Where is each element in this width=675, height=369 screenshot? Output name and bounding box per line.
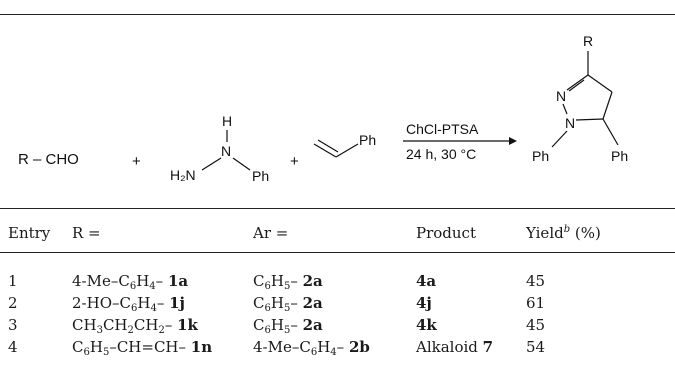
header-yield-suffix: (%): [570, 224, 601, 242]
cell-yield: 45: [526, 272, 546, 290]
table-row: 2 2-HO–C6H4– 1j C6H5– 2a 4j 61: [0, 294, 675, 316]
product-n1: N: [565, 115, 575, 131]
hydrazine-h: H: [222, 113, 232, 129]
cell-yield: 45: [526, 316, 546, 334]
hydrazine-ph: Ph: [252, 168, 269, 184]
header-ar: Ar =: [253, 224, 289, 242]
cell-r: 2-HO–C6H4– 1j: [72, 294, 185, 314]
cell-r: C6H5–CH=CH– 1n: [72, 338, 213, 358]
styrene-ph: Ph: [359, 132, 376, 148]
cell-ar: C6H5– 2a: [253, 294, 323, 314]
product-c3-n2-b: [568, 79, 585, 92]
cell-r: CH3CH2CH2– 1k: [72, 316, 198, 336]
cell-entry: 2: [8, 294, 18, 312]
header-rule: [0, 252, 675, 253]
plus-sign-1: +: [132, 153, 141, 170]
product-c4-c5: [602, 91, 613, 120]
styrene-double-bond-b: [317, 139, 339, 153]
reaction-arrow-head: [509, 137, 517, 145]
product-r: R: [583, 33, 593, 49]
reaction-scheme: R – CHO + H N H₂N Ph + Ph ChCl-PTSA 24 h…: [18, 33, 628, 184]
cell-ar: C6H5– 2a: [253, 316, 323, 336]
header-yield-prefix: Yield: [526, 224, 564, 242]
cell-product: 4k: [416, 316, 437, 334]
product-ph-right: Ph: [611, 148, 628, 164]
aldehyde-label: R – CHO: [18, 151, 79, 168]
hydrazine-bond-right: [232, 157, 251, 171]
product-n2: N: [556, 88, 566, 104]
table-row: 4 C6H5–CH=CH– 1n 4-Me–C6H4– 2b Alkaloid 7 54: [0, 338, 675, 360]
product-c3-n2-a: [566, 74, 589, 91]
header-r: R =: [72, 224, 101, 242]
reagent-bottom: 24 h, 30 °C: [406, 146, 476, 162]
styrene-single-bond: [335, 143, 359, 158]
product-n1-ph-bond: [551, 130, 568, 148]
top-rule: [0, 14, 675, 15]
cell-ar: 4-Me–C6H4– 2b: [253, 338, 370, 358]
plus-sign-2: +: [290, 153, 299, 170]
cell-yield: 61: [526, 294, 546, 312]
table-row: 3 CH3CH2CH2– 1k C6H5– 2a 4k 45: [0, 316, 675, 338]
cell-entry: 1: [8, 272, 18, 290]
cell-r: 4-Me–C6H4– 1a: [72, 272, 189, 292]
product-ph-left: Ph: [532, 148, 549, 164]
hydrazine-n: N: [221, 143, 231, 159]
cell-entry: 3: [8, 316, 18, 334]
header-entry: Entry: [8, 224, 51, 242]
cell-entry: 4: [8, 338, 18, 356]
scheme-bottom-rule: [0, 208, 675, 209]
styrene-double-bond-a: [313, 143, 337, 158]
table-row: 1 4-Me–C6H4– 1a C6H5– 2a 4a 45: [0, 272, 675, 294]
cell-product: 4j: [416, 294, 432, 312]
product-c5-n1: [575, 118, 604, 121]
reagent-top: ChCl-PTSA: [406, 121, 479, 137]
hydrazine-bond-left: [201, 157, 222, 171]
product-c5-ph-bond: [602, 118, 619, 146]
header-product: Product: [416, 224, 476, 242]
cell-product: 4a: [416, 272, 437, 290]
cell-yield: 54: [526, 338, 546, 356]
cell-product: Alkaloid 7: [416, 338, 494, 356]
cell-ar: C6H5– 2a: [253, 272, 323, 292]
header-yield-footnote: b: [563, 224, 571, 235]
table-header: Entry R = Ar = Product Yieldb (%): [0, 224, 675, 254]
header-yield: Yieldb (%): [526, 224, 601, 242]
product-n2-n1: [562, 103, 568, 115]
product-c3-c4: [587, 74, 613, 93]
hydrazine-h2n: H₂N: [170, 167, 196, 183]
